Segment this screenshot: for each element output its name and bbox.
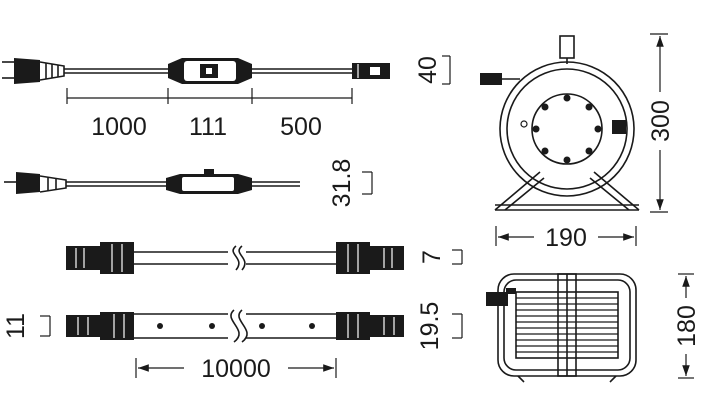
extension-cable-side: 7 — [66, 242, 463, 274]
cable-end-left-icon — [66, 242, 134, 274]
rcd-cable-side-view: 31.8 — [4, 159, 373, 208]
cable-end-right-top-icon — [336, 312, 404, 340]
cable-end-left-top-icon — [66, 312, 134, 340]
dim-reel-depth: 180 — [673, 305, 701, 347]
dim-extension-length: 10000 — [201, 355, 271, 383]
dim-reel-height: 300 — [647, 100, 675, 142]
dim-connector-diameter: 11 — [2, 313, 30, 339]
dim-connector-height: 40 — [414, 56, 442, 84]
dim-reel-width: 190 — [545, 224, 587, 252]
schuko-plug-icon — [2, 58, 65, 84]
cable-reel-top-view: 180 — [486, 273, 701, 383]
dim-cable-thick: 19.5 — [416, 302, 444, 351]
cable-reel-side-view: 300 190 — [480, 33, 675, 252]
dim-cable-thin: 7 — [418, 250, 446, 264]
dim-rcd-thickness: 31.8 — [328, 159, 356, 208]
rcd-side-box — [166, 169, 252, 194]
rcd-box — [168, 58, 252, 84]
dim-rcd-box: 111 — [189, 113, 227, 141]
plug-side-icon — [4, 172, 67, 194]
rcd-cable-top-view: 1000 111 500 40 — [2, 55, 451, 141]
extension-cable-top: 11 19.5 10000 — [2, 302, 463, 383]
connector-icon — [352, 63, 390, 79]
cable-end-right-icon — [336, 242, 404, 274]
dim-plug-cable: 1000 — [91, 113, 147, 141]
dim-tail-cable: 500 — [280, 113, 322, 141]
